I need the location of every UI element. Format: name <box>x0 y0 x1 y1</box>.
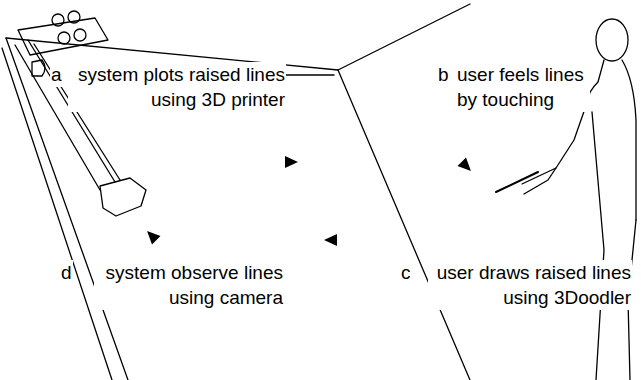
printer-knob <box>52 14 64 26</box>
step-letter: d <box>60 260 73 285</box>
person-back <box>622 60 636 220</box>
step-caption: user draws raised lines using 3Doodler <box>428 260 632 310</box>
board-edge <box>338 70 470 380</box>
cycle-arrowhead <box>143 227 161 245</box>
step-caption: user feels lines by touching <box>456 62 590 112</box>
leader-line <box>286 74 334 75</box>
step-letter: c <box>400 260 412 285</box>
print-head <box>100 178 146 216</box>
step-letter: b <box>437 62 450 87</box>
person-head <box>596 19 628 61</box>
person-hand <box>524 168 556 194</box>
printer-knob <box>74 29 86 41</box>
doodler-pen <box>496 172 538 192</box>
step-caption: system plots raised lines using 3D print… <box>68 62 286 112</box>
step-letter: a <box>50 62 63 87</box>
table-edge <box>338 4 470 70</box>
printer-knob <box>58 32 70 44</box>
cycle-arrowhead <box>458 158 476 176</box>
printer-knob <box>68 11 80 23</box>
cycle-arrowhead <box>324 234 337 246</box>
printer-part <box>32 60 45 76</box>
cycle-arrowhead <box>285 156 298 168</box>
person-body <box>592 112 604 380</box>
step-caption: system observe lines using camera <box>94 260 284 310</box>
